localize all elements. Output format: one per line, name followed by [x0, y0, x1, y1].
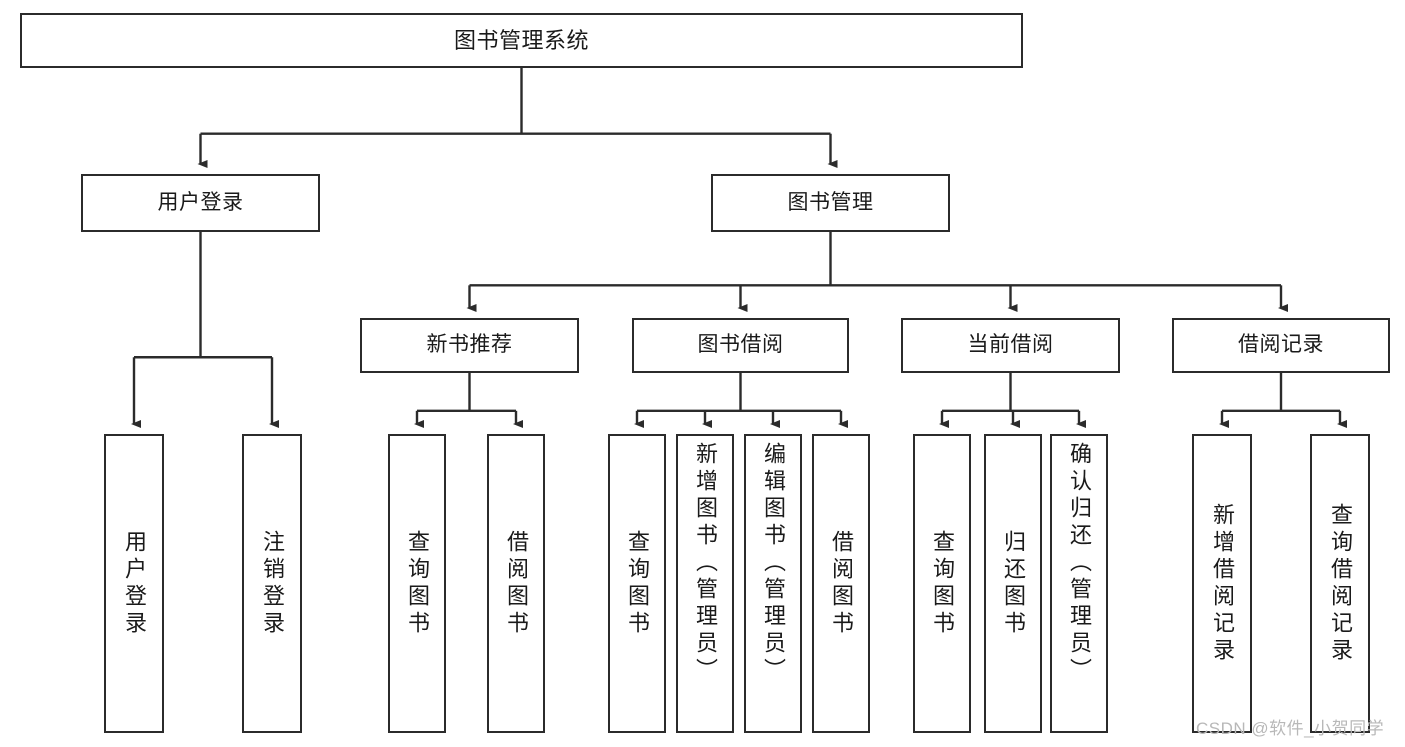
- node-label: 确认归还（管理员）: [1067, 442, 1092, 685]
- node-label: 新书推荐: [426, 333, 513, 357]
- node-label: 归还图书: [1001, 529, 1026, 638]
- node-root-book-management-system[interactable]: 图书管理系统: [20, 13, 1023, 68]
- node-leaf-user-login[interactable]: 用户登录: [104, 434, 164, 733]
- node-label: 新增借阅记录: [1210, 502, 1235, 665]
- node-label: 图书管理: [787, 190, 874, 214]
- node-label: 新增图书（管理员）: [693, 442, 718, 685]
- node-borrow-records[interactable]: 借阅记录: [1172, 318, 1390, 373]
- node-label: 用户登录: [157, 190, 244, 214]
- node-user-login[interactable]: 用户登录: [81, 174, 320, 232]
- node-label: 借阅图书: [829, 529, 854, 638]
- node-book-borrow[interactable]: 图书借阅: [632, 318, 849, 373]
- node-leaf-query-borrow-record[interactable]: 查询借阅记录: [1310, 434, 1370, 733]
- node-label: 注销登录: [260, 529, 285, 638]
- node-label: 借阅记录: [1238, 333, 1324, 357]
- node-label: 用户登录: [122, 529, 147, 638]
- node-label: 查询借阅记录: [1328, 502, 1353, 665]
- node-label: 图书管理系统: [453, 27, 589, 53]
- node-leaf-query-books-current[interactable]: 查询图书: [913, 434, 971, 733]
- node-label: 编辑图书（管理员）: [761, 442, 786, 685]
- node-label: 查询图书: [930, 529, 955, 638]
- node-leaf-edit-book-admin[interactable]: 编辑图书（管理员）: [744, 434, 802, 733]
- node-leaf-query-books-borrow[interactable]: 查询图书: [608, 434, 666, 733]
- node-leaf-add-book-admin[interactable]: 新增图书（管理员）: [676, 434, 734, 733]
- csdn-watermark: CSDN @软件_小贺同学: [1196, 719, 1385, 738]
- node-label: 借阅图书: [504, 529, 529, 638]
- node-new-book-recommendation[interactable]: 新书推荐: [360, 318, 579, 373]
- node-leaf-return-books[interactable]: 归还图书: [984, 434, 1042, 733]
- node-book-management[interactable]: 图书管理: [711, 174, 950, 232]
- node-label: 查询图书: [625, 529, 650, 638]
- node-leaf-logout[interactable]: 注销登录: [242, 434, 302, 733]
- node-leaf-confirm-return-admin[interactable]: 确认归还（管理员）: [1050, 434, 1108, 733]
- node-label: 当前借阅: [967, 333, 1054, 357]
- node-leaf-borrow-books[interactable]: 借阅图书: [812, 434, 870, 733]
- node-label: 图书借阅: [697, 333, 784, 357]
- node-current-borrow[interactable]: 当前借阅: [901, 318, 1120, 373]
- node-leaf-borrow-books-new[interactable]: 借阅图书: [487, 434, 545, 733]
- node-leaf-query-books-new[interactable]: 查询图书: [388, 434, 446, 733]
- node-leaf-add-borrow-record[interactable]: 新增借阅记录: [1192, 434, 1252, 733]
- node-label: 查询图书: [405, 529, 430, 638]
